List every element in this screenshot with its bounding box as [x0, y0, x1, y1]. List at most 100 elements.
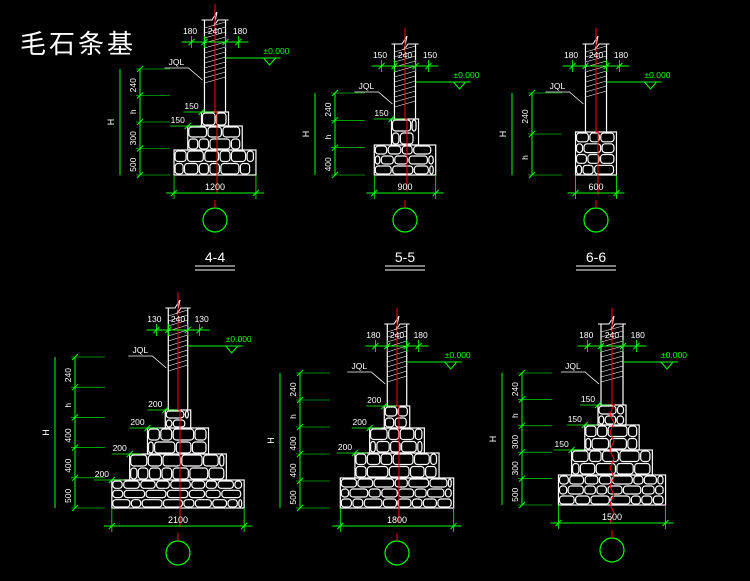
rubble-stone	[398, 488, 415, 498]
dim-height: h	[323, 134, 333, 139]
rubble-stone	[238, 499, 243, 508]
rubble-stone	[616, 415, 625, 425]
dim-height: 300	[128, 131, 138, 145]
dim-height: 300	[510, 461, 520, 475]
rubble-stone	[394, 155, 409, 165]
dim-top-wall: 240	[605, 330, 619, 340]
dim-top-wall: 240	[171, 314, 185, 324]
rubble-stone	[368, 488, 381, 498]
axis-line	[595, 28, 599, 195]
rubble-stone	[627, 425, 638, 438]
rubble-stone	[601, 450, 619, 463]
ring-beam-label: JQL	[351, 361, 367, 371]
rubble-stone	[205, 489, 221, 499]
rubble-stone	[165, 410, 185, 419]
rubble-stone	[212, 499, 228, 508]
rubble-stone	[584, 485, 596, 495]
dim-height: h	[288, 414, 298, 419]
dim-tick	[388, 115, 395, 123]
height-label: H	[498, 131, 508, 138]
rubble-stone	[583, 143, 602, 154]
axis-line	[214, 4, 218, 193]
dim-height: 400	[288, 463, 298, 477]
dim-step: 150	[568, 414, 582, 424]
rubble-stone	[198, 162, 210, 175]
rubble-stone	[594, 164, 615, 175]
rubble-stone	[141, 499, 163, 508]
rubble-stone	[425, 465, 437, 478]
dim-step: 200	[353, 417, 367, 427]
dim-height: 300	[510, 435, 520, 449]
rubble-stone	[209, 162, 220, 175]
rubble-stone	[145, 489, 167, 499]
rubble-stone	[575, 143, 584, 154]
rubble-stone	[370, 428, 388, 441]
rubble-stone	[112, 480, 123, 489]
rubble-stone	[234, 480, 243, 489]
dim-width: 600	[588, 182, 603, 192]
dim-height: 400	[63, 458, 73, 472]
dim-tick	[198, 108, 205, 116]
rubble-stone	[437, 498, 452, 508]
ring-beam-label: JQL	[169, 57, 185, 67]
dim-top-right: 150	[423, 50, 437, 60]
dim-tick	[366, 424, 373, 432]
footing-tier	[597, 404, 627, 426]
rubble-stone	[186, 150, 204, 163]
section-title: 4-4	[205, 249, 225, 265]
dim-tick	[594, 401, 602, 409]
rubble-stone	[188, 138, 199, 150]
level-mark	[453, 81, 466, 90]
rubble-stone	[634, 462, 651, 475]
rubble-stone	[374, 165, 392, 175]
rubble-stone	[589, 132, 600, 143]
rubble-stone	[571, 450, 589, 463]
dim-top-wall: 240	[390, 330, 404, 340]
rubble-stone	[208, 467, 225, 480]
height-label: H	[41, 429, 51, 436]
footing-tier	[111, 479, 245, 509]
rubble-stone	[584, 475, 599, 485]
rubble-stone	[382, 498, 398, 508]
rubble-stone	[391, 119, 412, 132]
rubble-stone	[166, 489, 189, 499]
dim-width: 2100	[168, 515, 188, 525]
rubble-stone	[622, 485, 642, 495]
rubble-stone	[587, 153, 600, 164]
dim-height: 240	[288, 382, 298, 396]
dim-top-right: 130	[195, 314, 209, 324]
footing-tier	[146, 427, 210, 455]
rubble-stone	[571, 462, 580, 475]
rubble-stone	[585, 425, 597, 438]
rubble-stone	[397, 498, 412, 508]
section-title: 6-6	[586, 249, 606, 265]
dim-tick	[126, 450, 134, 458]
leader-line	[128, 355, 167, 369]
rubble-stone	[414, 428, 423, 441]
leader-line	[354, 91, 393, 105]
axis-circle	[583, 207, 609, 233]
rubble-stone	[654, 485, 664, 495]
dim-height: 500	[288, 490, 298, 504]
footing-tier	[173, 149, 257, 176]
rubble-stone	[130, 454, 148, 467]
dim-height: h	[520, 155, 530, 160]
rubble-stone	[575, 132, 589, 143]
rubble-stone	[172, 467, 189, 480]
footing-tier	[164, 409, 192, 429]
dim-step: 150	[374, 108, 388, 118]
dim-height: 500	[128, 157, 138, 171]
dim-step: 150	[581, 394, 595, 404]
height-label: H	[301, 131, 311, 138]
dim-step: 200	[130, 417, 144, 427]
rubble-stone	[598, 475, 612, 485]
rubble-stone	[394, 417, 407, 428]
dim-height: 400	[288, 436, 298, 450]
rubble-stone	[598, 405, 617, 415]
rubble-stone	[598, 415, 605, 425]
rubble-stone	[366, 453, 381, 466]
